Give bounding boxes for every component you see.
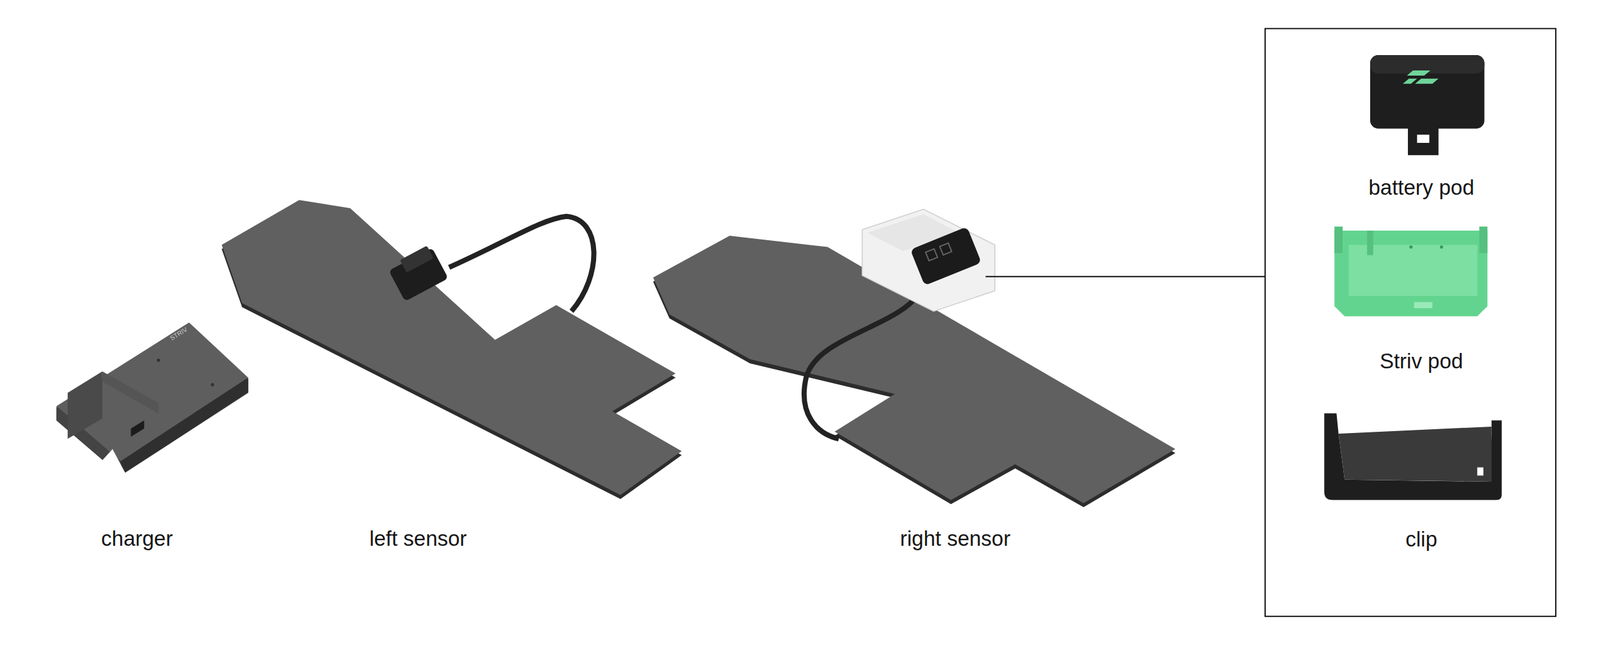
leader-line [985, 275, 1265, 278]
striv-pod-drawing [1334, 226, 1488, 317]
right-sensor-drawing [653, 209, 1176, 508]
part-name: Striv pod [1379, 348, 1463, 374]
charger-drawing [56, 322, 248, 479]
part-name: clip [1405, 526, 1438, 552]
part-name: charger [101, 526, 173, 551]
left-sensor-drawing [221, 199, 682, 499]
part-name: battery pod [1368, 175, 1474, 200]
part-name: right sensor [900, 526, 1011, 551]
battery-pod-drawing [1370, 55, 1485, 155]
parts-panel [1265, 28, 1556, 617]
part-name: left sensor [369, 526, 467, 551]
clip-drawing [1324, 412, 1502, 500]
